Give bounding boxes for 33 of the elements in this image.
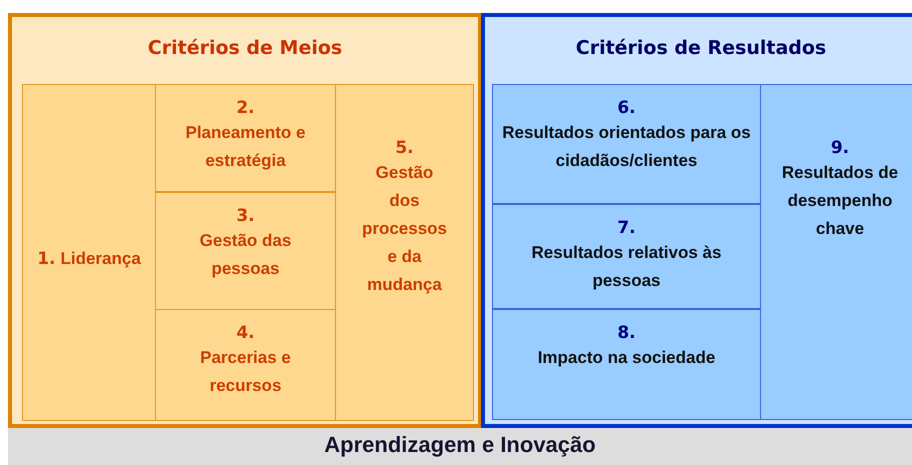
criterion-number: 6. [617, 97, 636, 119]
criteria-panel [8, 13, 482, 428]
criterion-title: Impacto na sociedade [538, 347, 716, 369]
criterion-box [155, 192, 336, 310]
criterion-title: Resultados orientados para os cidadãos/clientes [501, 122, 752, 172]
criterion-number: 3. [236, 205, 255, 227]
criterion-box [155, 84, 336, 192]
criterion-box [760, 84, 912, 420]
criterion-title: Gestão das pessoas [198, 230, 292, 280]
criterion-number: 9. [830, 137, 850, 159]
criterion-title: Liderança [60, 248, 141, 270]
panel-title: Critérios de Meios [148, 37, 342, 59]
footer-band [8, 428, 912, 465]
criterion-box [492, 204, 761, 309]
criterion-box [492, 309, 761, 420]
footer-title: Aprendizagem e Inovação [324, 432, 596, 458]
criterion-number: 2. [236, 97, 255, 119]
criterion-title: Planeamento e estratégia [184, 122, 306, 172]
criteria-panel [481, 13, 912, 428]
criterion-title: Resultados de desempenho chave [780, 162, 900, 240]
criterion-number: 8. [617, 322, 636, 344]
criterion-box [22, 84, 156, 421]
criterion-number: 5. [395, 137, 414, 159]
criterion-number: 4. [236, 322, 255, 344]
criterion-title: Parcerias e recursos [199, 347, 292, 397]
criterion-number: 7. [617, 217, 636, 239]
criterion-box [335, 84, 474, 421]
panel-title: Critérios de Resultados [576, 37, 826, 59]
criterion-box [155, 309, 336, 421]
criterion-number: 1. [37, 248, 56, 270]
criterion-title: Resultados relativos às pessoas [530, 242, 722, 292]
criterion-box [492, 84, 761, 204]
criterion-title: Gestão dos processos e da mudança [360, 162, 448, 296]
